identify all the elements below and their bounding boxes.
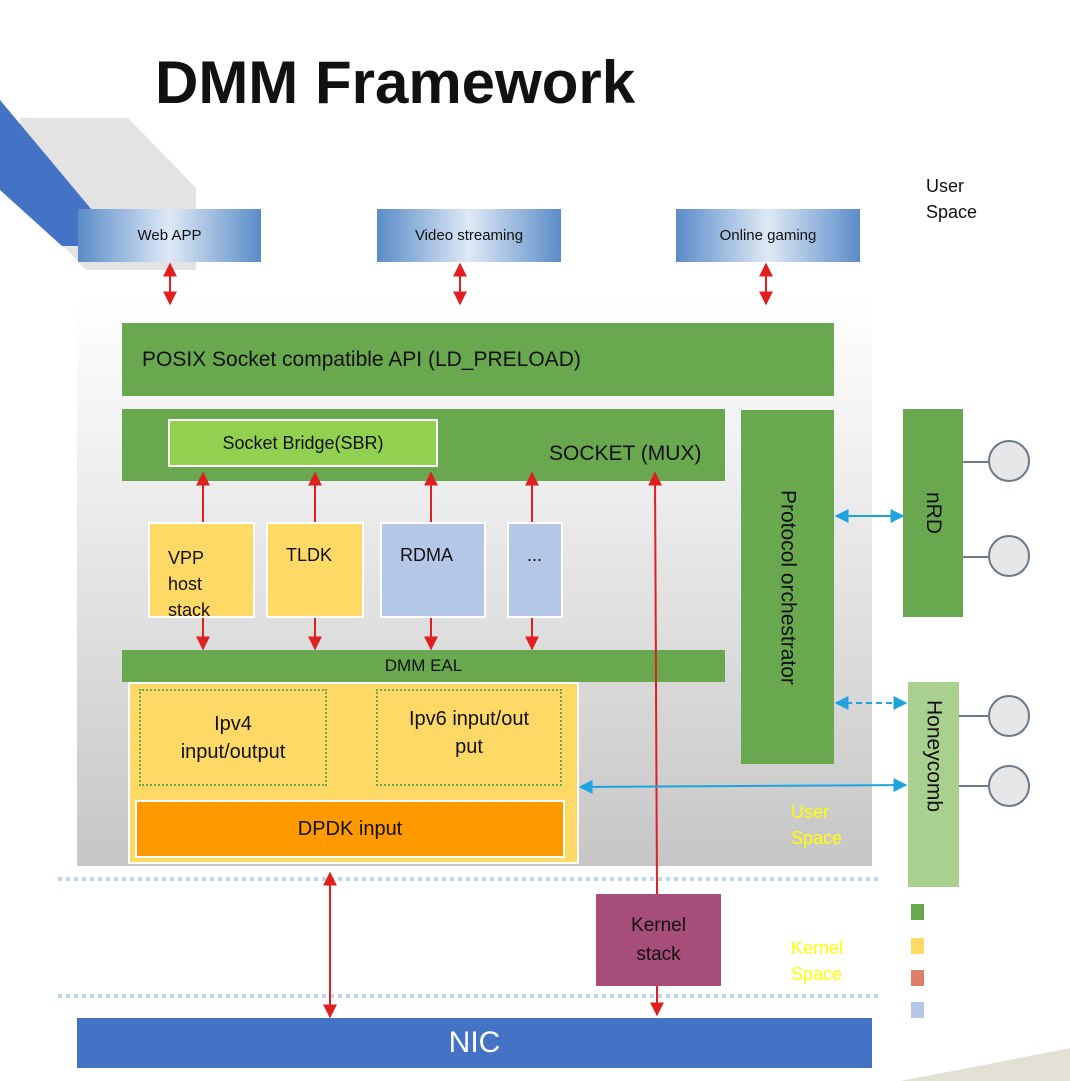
node-circle: [988, 440, 1030, 482]
honeycomb-box: Honeycomb: [908, 682, 959, 887]
protocol-orchestrator-label: Protocol orchestrator: [776, 489, 800, 685]
page-title: DMM Framework: [155, 49, 636, 116]
ipv4-box: Ipv4 input/output: [139, 689, 327, 786]
dpdk-input-box: DPDK input: [135, 800, 565, 858]
protocol-orchestrator-box: Protocol orchestrator: [741, 410, 834, 764]
app-online-gaming: Online gaming: [676, 209, 860, 262]
rdma-box: RDMA: [380, 522, 486, 618]
node-circle: [988, 535, 1030, 577]
legend-swatch-red: [911, 970, 924, 986]
arrow-socket-to-kernel: [648, 471, 663, 895]
socket-bridge-box: Socket Bridge(SBR): [168, 419, 438, 467]
node-circle: [988, 695, 1030, 737]
posix-api-label: POSIX Socket compatible API (LD_PRELOAD): [142, 347, 581, 371]
ipv6-box: Ipv6 input/out put: [376, 689, 562, 786]
socket-mux-label: SOCKET (MUX): [549, 442, 702, 465]
nic-label: NIC: [448, 1026, 501, 1059]
kernel-space-label: Kernel Space: [791, 938, 844, 984]
nic-box: NIC: [77, 1018, 872, 1068]
vpp-host-stack-box: VPP host stack: [148, 522, 255, 620]
corner-decoration: [900, 1048, 1070, 1081]
app-web: Web APP: [78, 209, 261, 262]
app-video-streaming: Video streaming: [377, 209, 561, 262]
posix-api-layer: POSIX Socket compatible API (LD_PRELOAD): [122, 323, 834, 396]
legend-swatch-green: [911, 904, 924, 920]
arrow-dpdk-honeycomb: [578, 778, 908, 794]
legend-swatch-blue: [911, 1002, 924, 1018]
nrd-label: nRD: [922, 491, 945, 534]
kernel-stack-box: Kernel stack: [596, 894, 721, 986]
nrd-box: nRD: [903, 409, 963, 617]
more-stacks-box: ...: [507, 522, 563, 618]
honeycomb-label: Honeycomb: [922, 700, 946, 813]
user-space-label-inner: User Space: [791, 802, 843, 848]
legend-swatch-yellow: [911, 938, 924, 954]
node-circle: [988, 765, 1030, 807]
user-space-label-top: User Space: [926, 176, 978, 222]
dmm-eal-layer: DMM EAL: [122, 650, 725, 682]
tldk-box: TLDK: [266, 522, 364, 618]
